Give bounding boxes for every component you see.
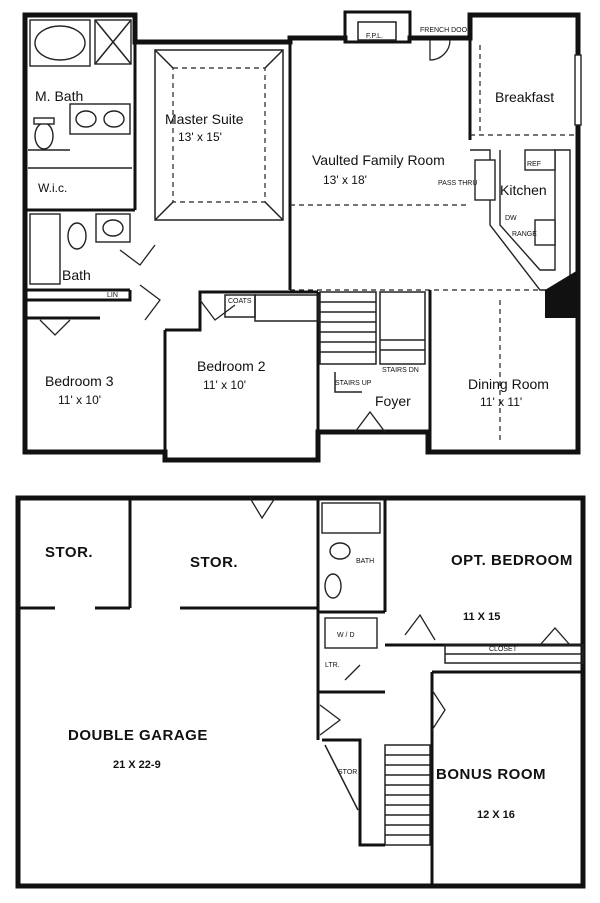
label-bedroom-2: Bedroom 2 xyxy=(197,358,266,374)
bed3-closet-door xyxy=(39,319,71,336)
closet-door xyxy=(539,627,571,646)
upper-stairs xyxy=(319,291,426,393)
label-bedroom-2-dim: 11' x 10' xyxy=(203,378,246,392)
bath2-tub xyxy=(29,213,61,285)
label-master-bath: M. Bath xyxy=(35,88,83,104)
french-door xyxy=(429,39,451,61)
label-bedroom-3: Bedroom 3 xyxy=(45,373,114,389)
tray-corner-2 xyxy=(264,49,284,69)
shower-x-2 xyxy=(94,19,132,65)
label-wic: W.i.c. xyxy=(38,181,67,195)
label-stor-2: STOR. xyxy=(190,554,238,571)
label-opt-bedroom: OPT. BEDROOM xyxy=(451,552,573,569)
tray-corner-3 xyxy=(154,201,174,221)
kitchen-sink xyxy=(474,159,496,201)
label-kitchen: Kitchen xyxy=(500,182,547,198)
label-fpl: F.P.L. xyxy=(366,33,383,40)
label-dw: DW xyxy=(505,215,517,222)
master-door xyxy=(119,244,156,266)
label-opt-bedroom-dim: 11 X 15 xyxy=(463,611,500,623)
garage-door xyxy=(319,704,342,736)
label-bedroom-3-dim: 11' x 10' xyxy=(58,393,101,407)
label-dining-room-dim: 11' x 11' xyxy=(480,395,522,409)
label-ref: REF xyxy=(527,161,541,168)
label-double-garage: DOUBLE GARAGE xyxy=(68,727,208,744)
master-suite-outline xyxy=(154,49,284,221)
sink-1 xyxy=(75,110,97,128)
bed2-door xyxy=(199,299,236,321)
label-bath: Bath xyxy=(62,267,91,283)
fireplace xyxy=(343,10,412,44)
stor-door xyxy=(249,497,276,520)
master-tub-basin xyxy=(34,25,86,61)
label-family-room-dim: 13' x 18' xyxy=(323,173,367,187)
label-stor-1: STOR. xyxy=(45,544,93,561)
lower-outer-wall xyxy=(15,495,586,889)
tray-corner-4 xyxy=(264,201,284,221)
lower-sink xyxy=(329,542,351,560)
pantry xyxy=(545,270,578,318)
label-coats: COATS xyxy=(228,298,252,305)
label-range: RANGE xyxy=(512,231,537,238)
upper-floor: M. Bath W.i.c. Master Suite 13' x 15' Ba… xyxy=(22,10,582,463)
washer-dryer xyxy=(324,617,378,649)
range xyxy=(534,219,556,246)
label-wd: W / D xyxy=(337,632,355,639)
bed2-closet xyxy=(254,294,319,322)
wall-top-left xyxy=(22,12,348,45)
tray-corner-1 xyxy=(154,49,174,69)
fireplace-hearth xyxy=(357,21,397,41)
label-closet: CLOSET xyxy=(489,646,518,653)
label-foyer: Foyer xyxy=(375,393,411,409)
label-bonus-room: BONUS ROOM xyxy=(436,766,546,783)
label-dining-room: Dining Room xyxy=(468,376,549,392)
label-double-garage-dim: 21 X 22-9 xyxy=(113,759,161,771)
tray-ceiling xyxy=(172,67,266,203)
wall-linen xyxy=(25,290,132,302)
label-master-suite: Master Suite xyxy=(165,111,244,127)
label-bonus-room-dim: 12 X 16 xyxy=(477,809,515,821)
master-toilet xyxy=(34,122,54,150)
bath2-sink xyxy=(102,219,124,237)
lower-floor: STOR. STOR. OPT. BEDROOM 11 X 15 DOUBLE … xyxy=(15,495,586,889)
label-pass-thru: PASS THRU xyxy=(438,180,477,187)
label-stor-small: STOR xyxy=(338,769,357,776)
wall-bed2-north xyxy=(165,290,318,332)
laundry-door xyxy=(344,664,361,681)
label-ltr: LTR. xyxy=(325,662,340,669)
lower-toilet xyxy=(324,573,342,599)
refrigerator xyxy=(524,149,556,171)
lower-stairs xyxy=(322,738,431,847)
label-master-suite-dim: 13' x 15' xyxy=(178,130,222,144)
front-door xyxy=(354,410,386,433)
lower-tub xyxy=(321,502,381,534)
toilet-tank xyxy=(33,117,55,125)
label-stairs-up: STAIRS UP xyxy=(335,380,372,387)
breakfast-window xyxy=(574,54,582,126)
label-lin: LIN xyxy=(107,292,118,299)
label-family-room: Vaulted Family Room xyxy=(312,152,445,168)
label-breakfast: Breakfast xyxy=(495,89,554,105)
hall-door xyxy=(139,284,161,321)
sink-2 xyxy=(103,110,125,128)
bonus-door xyxy=(431,689,446,731)
label-stairs-dn: STAIRS DN xyxy=(382,367,419,374)
label-french-door: FRENCH DOOR xyxy=(420,27,472,34)
wall-outer-perimeter xyxy=(22,12,581,463)
opt-bed-door xyxy=(404,613,436,641)
bath2-toilet xyxy=(67,222,87,250)
label-bath-lower: BATH xyxy=(356,558,374,565)
